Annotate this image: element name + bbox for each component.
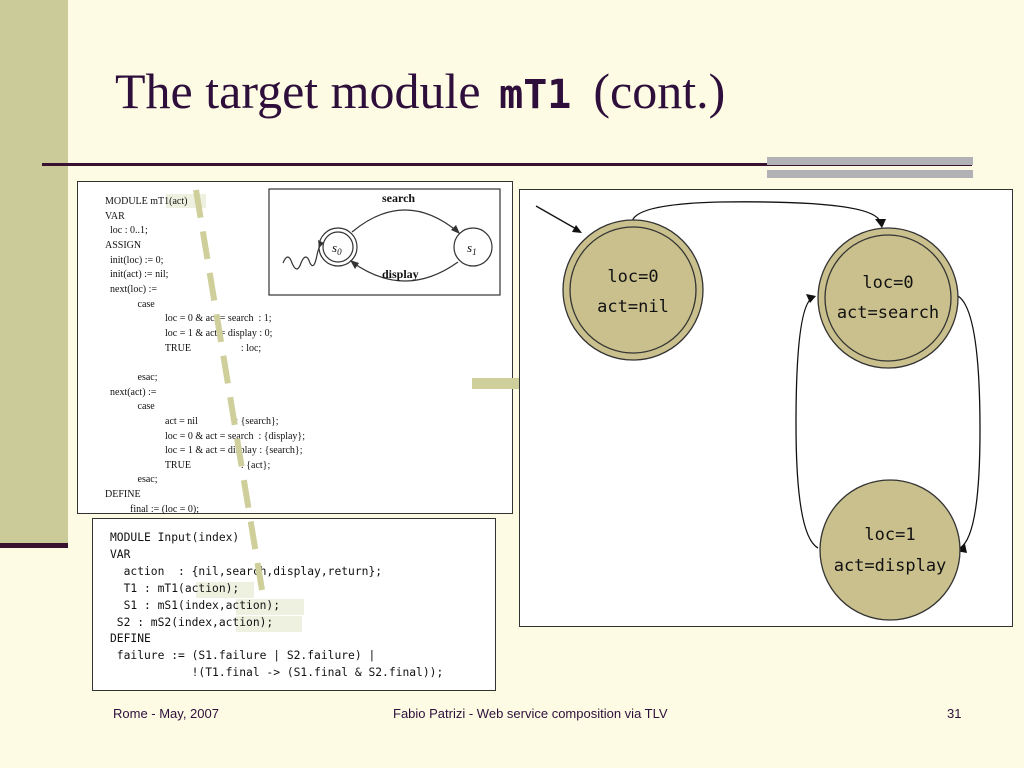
edge-search-label: search	[382, 191, 415, 205]
code-line: esac;	[105, 371, 158, 383]
code-line: TRUE : loc;	[105, 342, 262, 354]
edge-display-to-search	[795, 297, 819, 549]
code-line: T1 : mT1(action);	[110, 581, 240, 595]
module-input-code: MODULE Input(index) VAR action : {nil,se…	[110, 530, 443, 682]
code-line: loc = 1 & act = display : 0;	[105, 327, 273, 339]
code-highlight	[236, 616, 302, 632]
decorative-sidebar	[0, 0, 68, 548]
code-line: DEFINE	[110, 632, 151, 646]
code-line: MODULE mT1(act)	[105, 196, 188, 207]
small-automaton-figure: s0 s1 search display	[268, 188, 501, 296]
code-line: loc : 0..1;	[105, 225, 148, 237]
state-display: loc=1 act=display	[819, 479, 961, 621]
automaton-frame	[268, 188, 501, 296]
title-underline	[42, 163, 972, 166]
state-s0-label: s0	[332, 240, 342, 257]
edge-search-arrowhead	[451, 225, 460, 234]
module-input-box: MODULE Input(index) VAR action : {nil,se…	[92, 518, 496, 691]
state-machine-box: loc=0 act=nil loc=0 act=search loc=1 act…	[519, 189, 1013, 627]
state-machine-diagram: loc=0 act=nil loc=0 act=search loc=1 act…	[535, 201, 981, 621]
title-accent-bar	[767, 170, 973, 178]
code-line: VAR	[105, 210, 125, 222]
code-line: ASSIGN	[105, 239, 142, 251]
code-line: failure := (S1.failure | S2.failure) |	[110, 649, 376, 663]
title-suffix: (cont.)	[593, 63, 726, 119]
code-line: S2 : mS2(index,action);	[110, 615, 274, 629]
state-search-act: act=search	[837, 303, 939, 323]
edge-nil-to-search-arrowhead	[875, 219, 886, 228]
code-line: loc = 0 & act = search : 1;	[105, 313, 272, 325]
state-s1-label: s1	[467, 240, 477, 257]
sidebar-rule	[0, 543, 68, 548]
state-nil: loc=0 act=nil	[562, 219, 704, 361]
footer-left: Rome - May, 2007	[113, 706, 219, 721]
code-line: VAR	[110, 547, 131, 561]
code-line: action : {nil,search,display,return};	[110, 564, 383, 578]
edge-search	[351, 209, 459, 233]
footer-page-number: 31	[947, 706, 962, 721]
edge-display	[351, 261, 459, 282]
edge-display-to-search-arrowhead	[806, 294, 816, 303]
edge-nil-to-search	[631, 201, 881, 223]
code-line: S1 : mS1(index,action);	[110, 598, 281, 612]
state-nil-act: act=nil	[597, 297, 669, 317]
code-highlight	[236, 599, 304, 615]
state-display-act: act=display	[834, 556, 947, 576]
code-line: DEFINE	[105, 489, 141, 501]
code-line: case	[105, 401, 155, 413]
state-display-loc: loc=1	[864, 525, 915, 545]
footer-center: Fabio Patrizi - Web service composition …	[393, 706, 668, 721]
code-line: esac;	[105, 474, 158, 486]
state-s1	[453, 227, 493, 267]
code-line: next(act) :=	[105, 386, 157, 398]
state-s0-inner	[322, 231, 354, 263]
state-s0-outer	[318, 227, 358, 267]
code-line: next(loc) :=	[105, 283, 158, 295]
title-code: mT1	[499, 72, 572, 118]
title-accent-bar	[767, 157, 973, 165]
initial-arrowhead	[572, 225, 582, 233]
code-line: case	[105, 298, 155, 310]
edge-display-arrowhead	[350, 260, 359, 269]
code-line: act = nil : {search};	[105, 415, 279, 427]
code-line: TRUE : {act};	[105, 459, 271, 471]
title-text: The target module	[115, 63, 481, 119]
initial-squiggle	[282, 242, 324, 270]
state-search-loc: loc=0	[862, 273, 913, 293]
code-line: init(act) := nil;	[105, 269, 169, 281]
state-nil-loc: loc=0	[607, 267, 658, 287]
code-line: loc = 0 & act = search : {display};	[105, 430, 306, 442]
slide-title: The target module mT1 (cont.)	[115, 62, 725, 120]
code-line: !(T1.final -> (S1.final & S2.final));	[110, 666, 444, 680]
edge-display-label: display	[382, 267, 419, 281]
state-search: loc=0 act=search	[817, 227, 959, 369]
edge-search-to-display	[957, 295, 981, 549]
code-line: MODULE Input(index)	[110, 531, 240, 544]
code-line: loc = 1 & act = display : {search};	[105, 445, 303, 457]
initial-arrow	[535, 205, 579, 231]
code-line: final := (loc = 0);	[105, 503, 200, 515]
code-line: init(loc) := 0;	[105, 254, 164, 266]
